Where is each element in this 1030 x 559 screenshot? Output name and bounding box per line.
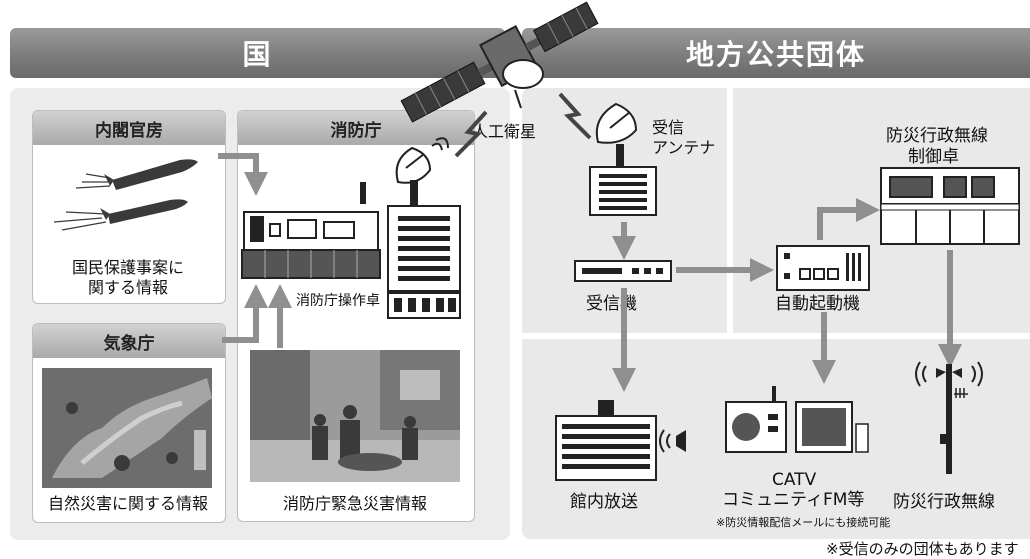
antenna-box-icon xyxy=(589,166,657,216)
local-banner: 地方公共団体 xyxy=(522,28,1030,78)
loudspeaker-icon xyxy=(555,400,686,481)
catv-label-line1: CATV xyxy=(772,470,817,490)
receiving-antenna-icon xyxy=(595,102,638,166)
receiver-label: 受信機 xyxy=(586,294,637,314)
antenna-label-line1: 受信 xyxy=(652,118,685,137)
national-banner-title: 国 xyxy=(242,38,273,71)
jma-title: 気象庁 xyxy=(33,324,225,358)
cabinet-title: 内閣官房 xyxy=(33,111,225,145)
jma-caption: 自然災害に関する情報 xyxy=(47,494,208,513)
weather-map-image xyxy=(42,368,212,488)
cabinet-caption-line1: 国民保護事案に xyxy=(71,258,184,277)
broadcast-label: 館内放送 xyxy=(570,492,638,512)
control-console-icon xyxy=(880,167,1020,245)
cabinet-caption-line2: 関する情報 xyxy=(87,278,168,297)
fdma-photo-caption: 消防庁緊急災害情報 xyxy=(282,494,427,513)
control-console-label-line2: 制御卓 xyxy=(908,147,959,167)
antenna-label-line2: アンテナ xyxy=(652,138,716,157)
signal-zigzag-right xyxy=(558,92,592,140)
national-banner: 国 xyxy=(10,28,505,78)
fdma-console-label: 消防庁操作卓 xyxy=(296,293,380,309)
cabinet-card: 内閣官房 xyxy=(32,110,226,304)
fdma-building-icon xyxy=(387,137,461,319)
fdma-console-icon xyxy=(241,182,381,279)
radio-label: 防災行政無線 xyxy=(893,492,995,512)
mail-note: ※防災情報配信メールにも接続可能 xyxy=(716,516,891,529)
flood-rescue-photo xyxy=(250,350,460,482)
catv-label-line2: コミュニティFM等 xyxy=(722,490,865,510)
control-console-label-line1: 防災行政無線 xyxy=(886,126,988,146)
missile-icon xyxy=(53,159,198,231)
footnote: ※受信のみの団体もあります xyxy=(826,540,1019,558)
satellite-icon xyxy=(400,1,599,123)
local-banner-title: 地方公共団体 xyxy=(685,38,866,71)
auto-starter-label: 自動起動機 xyxy=(775,294,860,314)
receiver-icon xyxy=(574,260,672,282)
signal-zigzag-left xyxy=(454,110,488,158)
radio-pole-icon xyxy=(915,361,983,474)
radio-tv-icon xyxy=(725,386,869,453)
fdma-title: 消防庁 xyxy=(238,111,474,145)
auto-starter-icon xyxy=(776,245,870,291)
satellite-label: 人工衛星 xyxy=(472,122,537,141)
